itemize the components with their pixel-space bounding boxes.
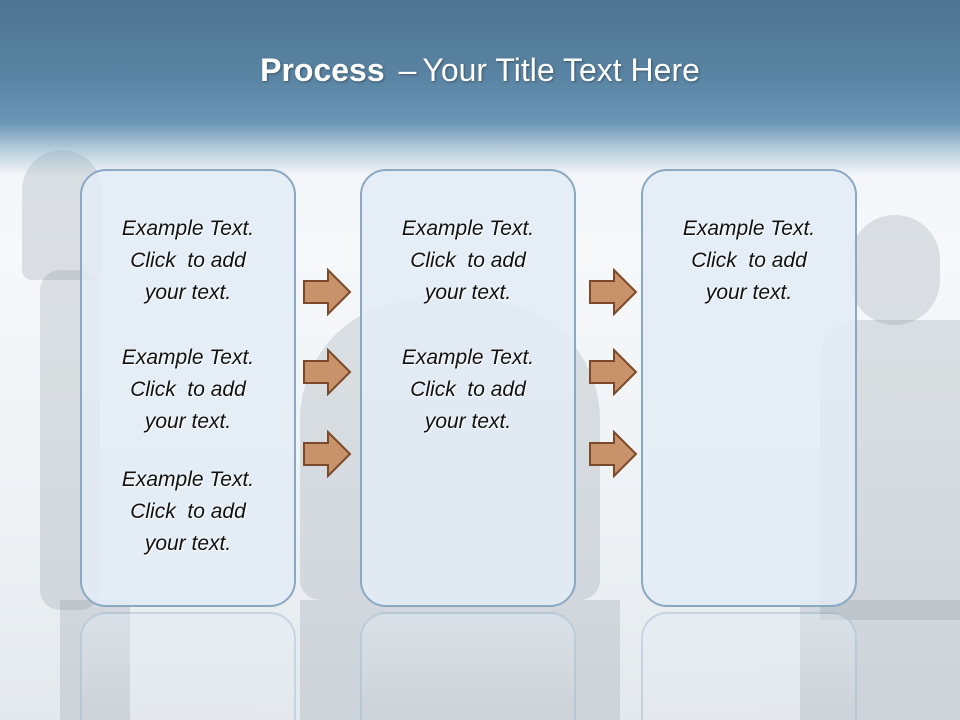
box-reflection-1: [80, 612, 296, 720]
process-box-2[interactable]: Example Text. Click to add your text. Ex…: [360, 169, 576, 607]
text-line: Click to add: [410, 249, 526, 272]
text-placeholder[interactable]: Example Text. Click to add your text.: [362, 213, 574, 309]
text-line: your text.: [144, 410, 232, 433]
text-line: Example Text.: [121, 346, 255, 369]
text-line: Click to add: [691, 249, 807, 272]
right-arrow-icon[interactable]: [302, 268, 352, 316]
text-line: Example Text.: [682, 217, 816, 240]
box-reflection-2: [360, 612, 576, 720]
background-person-right-head: [850, 215, 940, 325]
right-arrow-icon[interactable]: [302, 348, 352, 396]
right-arrow-icon[interactable]: [588, 430, 638, 478]
title-text: Your Title Text Here: [422, 52, 700, 88]
text-placeholder[interactable]: Example Text. Click to add your text.: [82, 213, 294, 309]
text-placeholder[interactable]: Example Text. Click to add your text.: [362, 342, 574, 438]
box-reflection-3: [641, 612, 857, 720]
text-line: your text.: [424, 281, 512, 304]
text-line: Click to add: [130, 378, 246, 401]
text-placeholder[interactable]: Example Text. Click to add your text.: [82, 464, 294, 560]
right-arrow-icon[interactable]: [588, 268, 638, 316]
process-box-1[interactable]: Example Text. Click to add your text. Ex…: [80, 169, 296, 607]
text-line: your text.: [424, 410, 512, 433]
title-banner: [0, 0, 960, 175]
title-bold: Process: [260, 52, 385, 88]
background-person-right-reflection: [800, 600, 960, 720]
text-line: your text.: [705, 281, 793, 304]
text-line: Click to add: [130, 249, 246, 272]
text-line: your text.: [144, 532, 232, 555]
text-placeholder[interactable]: Example Text. Click to add your text.: [82, 342, 294, 438]
right-arrow-icon[interactable]: [302, 430, 352, 478]
text-line: Click to add: [410, 378, 526, 401]
title-separator: –: [398, 52, 417, 88]
process-box-3[interactable]: Example Text. Click to add your text.: [641, 169, 857, 607]
text-placeholder[interactable]: Example Text. Click to add your text.: [643, 213, 855, 309]
text-line: your text.: [144, 281, 232, 304]
text-line: Example Text.: [121, 217, 255, 240]
text-line: Click to add: [130, 500, 246, 523]
slide-title[interactable]: Process–Your Title Text Here: [0, 52, 960, 89]
right-arrow-icon[interactable]: [588, 348, 638, 396]
text-line: Example Text.: [121, 468, 255, 491]
text-line: Example Text.: [401, 217, 535, 240]
text-line: Example Text.: [401, 346, 535, 369]
